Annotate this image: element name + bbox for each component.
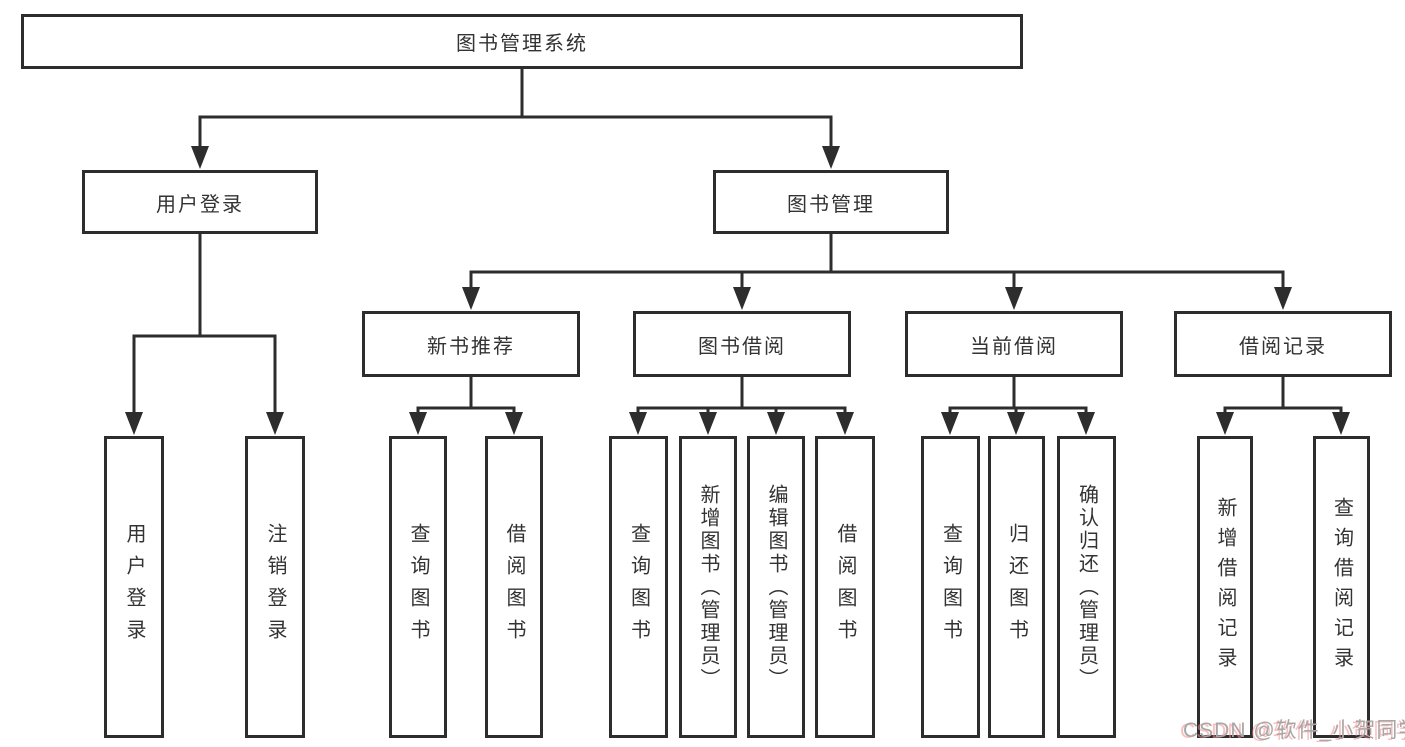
leaf-return-books: 归还图书	[988, 436, 1045, 738]
node-library-management-system: 图书管理系统	[21, 14, 1023, 69]
leaf-confirm-return-admin: 确认归还（管理员）	[1057, 436, 1116, 738]
node-current-borrowing: 当前借阅	[905, 311, 1123, 377]
leaf-logout-login: 注销登录	[245, 436, 305, 738]
leaf-query-books-current: 查询图书	[921, 436, 980, 738]
leaf-query-books-borrow: 查询图书	[609, 436, 668, 738]
node-book-borrowing: 图书借阅	[633, 311, 851, 377]
node-user-login: 用户登录	[82, 170, 318, 234]
leaf-add-books-admin: 新增图书（管理员）	[679, 436, 737, 738]
leaf-add-borrow-record: 新增借阅记录	[1197, 436, 1253, 738]
node-borrowing-records: 借阅记录	[1174, 311, 1392, 377]
leaf-user-login: 用户登录	[104, 436, 164, 738]
leaf-query-borrow-record: 查询借阅记录	[1313, 436, 1370, 738]
leaf-borrow-books-recommend: 借阅图书	[485, 436, 543, 738]
leaf-query-books-recommend: 查询图书	[389, 436, 447, 738]
leaf-borrow-books-borrow: 借阅图书	[815, 436, 875, 738]
node-new-book-recommendation: 新书推荐	[362, 311, 580, 377]
csdn-watermark: CSDN @软件_小贺同学	[1183, 719, 1405, 742]
node-book-management: 图书管理	[713, 170, 949, 234]
leaf-edit-books-admin: 编辑图书（管理员）	[747, 436, 805, 738]
